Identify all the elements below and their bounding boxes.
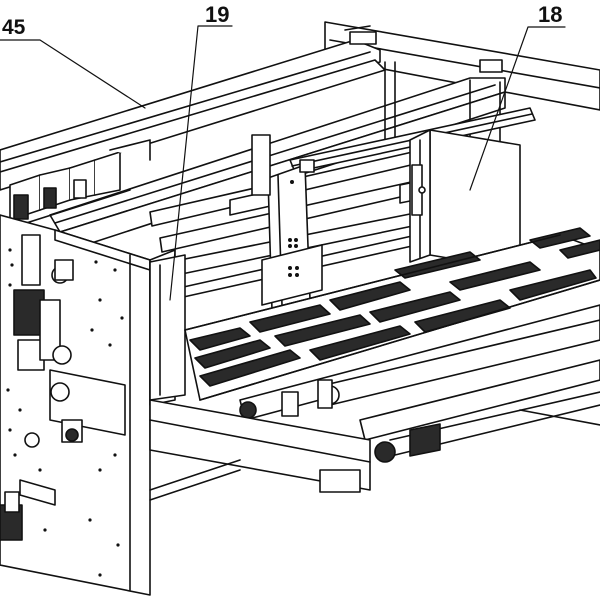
plate-18 [410,130,520,270]
callout-leaders [0,26,565,300]
left-feeder-brackets [10,140,150,225]
plate-19 [150,255,185,400]
conveyor-slats [185,228,600,400]
callout-18: 18 [538,2,563,27]
left-side-panel [0,215,175,595]
lower-frame [150,400,600,500]
panel-rivets [6,248,124,577]
bracket-holes [288,180,299,277]
front-rollers [240,305,600,462]
callout-19: 19 [205,2,230,27]
callout-45: 45 [2,16,26,39]
